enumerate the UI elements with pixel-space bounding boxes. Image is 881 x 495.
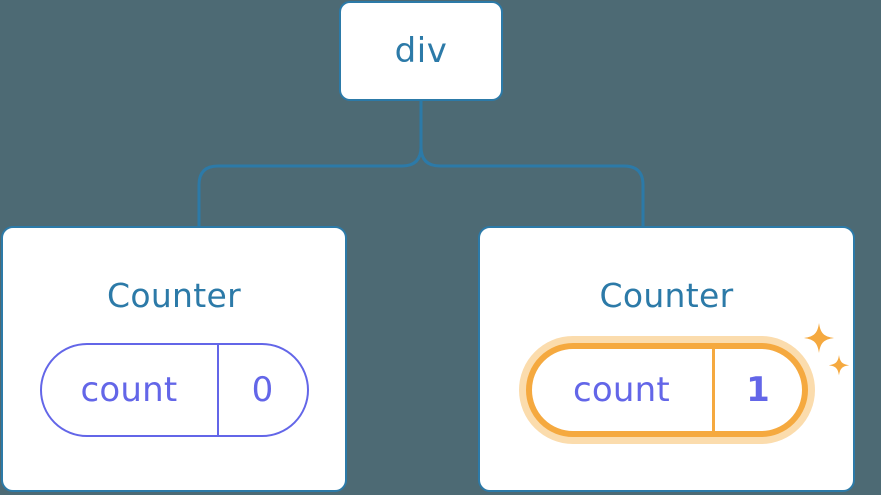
card-counter-right[interactable]: Counter count 1 bbox=[478, 226, 855, 492]
state-key: count bbox=[80, 370, 178, 410]
state-pill-wrap-right: count 1 bbox=[525, 323, 849, 437]
state-pill-highlighted[interactable]: count 1 bbox=[525, 343, 808, 437]
node-root-label: div bbox=[394, 31, 448, 71]
sparkle-icon bbox=[803, 323, 834, 353]
card-title: Counter bbox=[599, 276, 734, 315]
card-title: Counter bbox=[107, 276, 241, 315]
state-pill[interactable]: count 0 bbox=[39, 343, 309, 437]
node-root-div[interactable]: div bbox=[339, 1, 503, 101]
card-counter-left[interactable]: Counter count 0 bbox=[1, 226, 347, 492]
state-pill-wrap-left: count 0 bbox=[39, 343, 309, 437]
state-value: 0 bbox=[216, 345, 307, 435]
state-value: 1 bbox=[711, 349, 802, 431]
sparkle-small-icon bbox=[828, 355, 849, 376]
state-key: count bbox=[573, 370, 670, 410]
